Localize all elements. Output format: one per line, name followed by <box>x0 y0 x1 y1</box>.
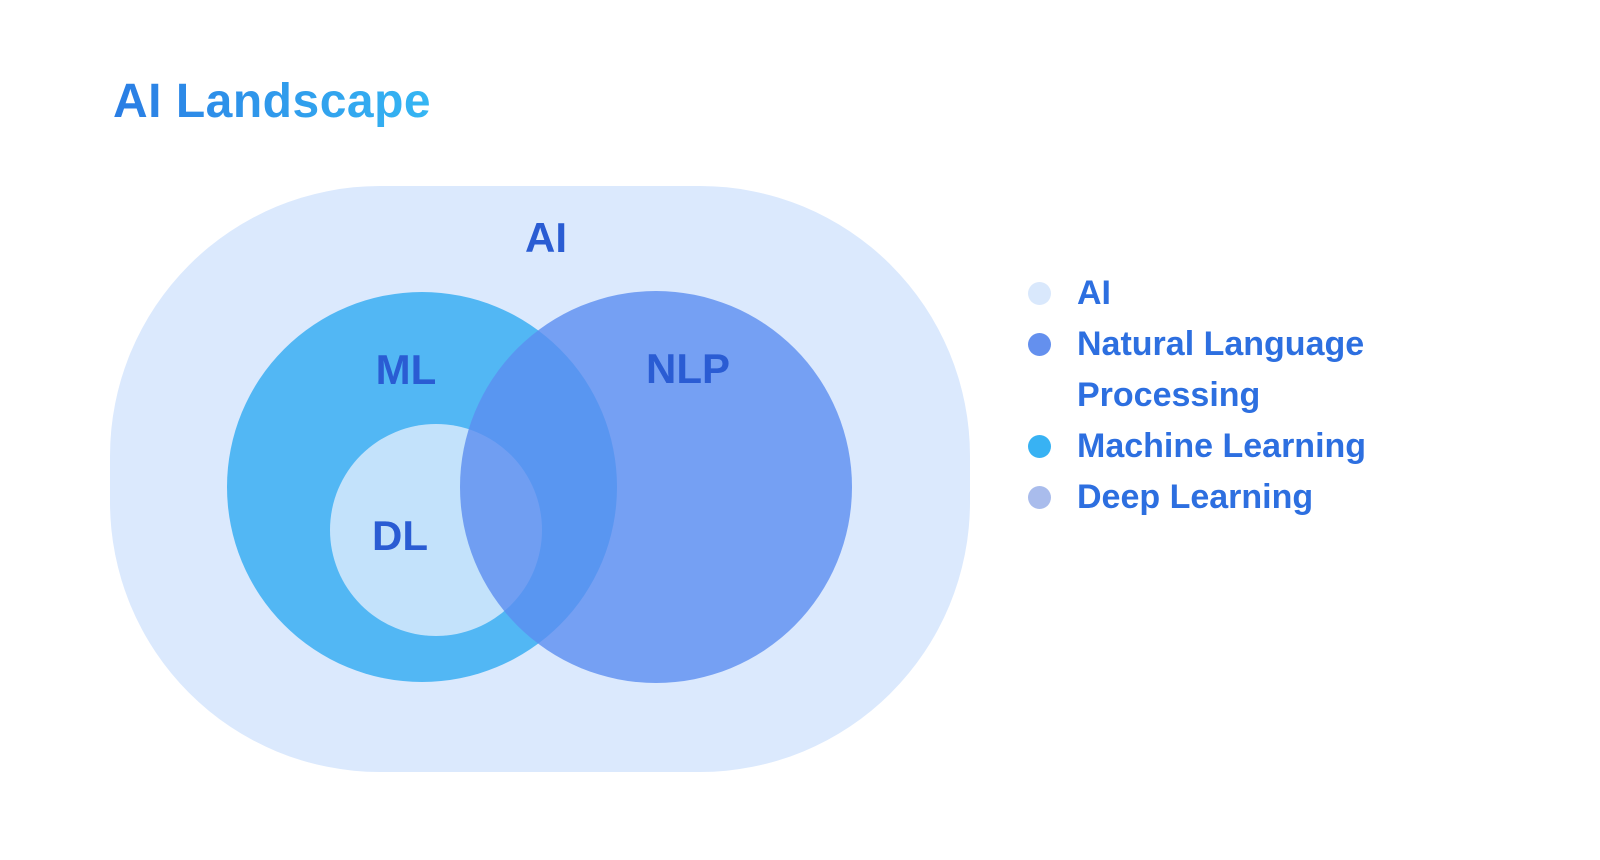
venn-label-nlp: NLP <box>646 345 730 392</box>
venn-set-nlp <box>460 291 852 683</box>
legend-label-ai: AI <box>1077 274 1111 312</box>
venn-label-dl: DL <box>372 512 428 559</box>
legend: AI Natural Language Processing Machine L… <box>1028 268 1508 523</box>
legend-dot-nlp <box>1028 333 1051 356</box>
legend-dot-dl <box>1028 486 1051 509</box>
venn-label-ai: AI <box>525 214 567 261</box>
legend-label-nlp: Natural Language Processing <box>1077 325 1365 414</box>
legend-item-dl: Deep Learning <box>1028 472 1508 523</box>
legend-label-dl: Deep Learning <box>1077 478 1314 516</box>
legend-item-ai: AI <box>1028 268 1508 319</box>
page-title: AI Landscape <box>113 75 432 128</box>
legend-label-ml: Machine Learning <box>1077 427 1367 465</box>
legend-item-ml: Machine Learning <box>1028 421 1508 472</box>
legend-dot-ml <box>1028 435 1051 458</box>
legend-dot-ai <box>1028 282 1051 305</box>
legend-item-nlp: Natural Language Processing <box>1028 319 1508 421</box>
venn-label-ml: ML <box>376 346 437 393</box>
